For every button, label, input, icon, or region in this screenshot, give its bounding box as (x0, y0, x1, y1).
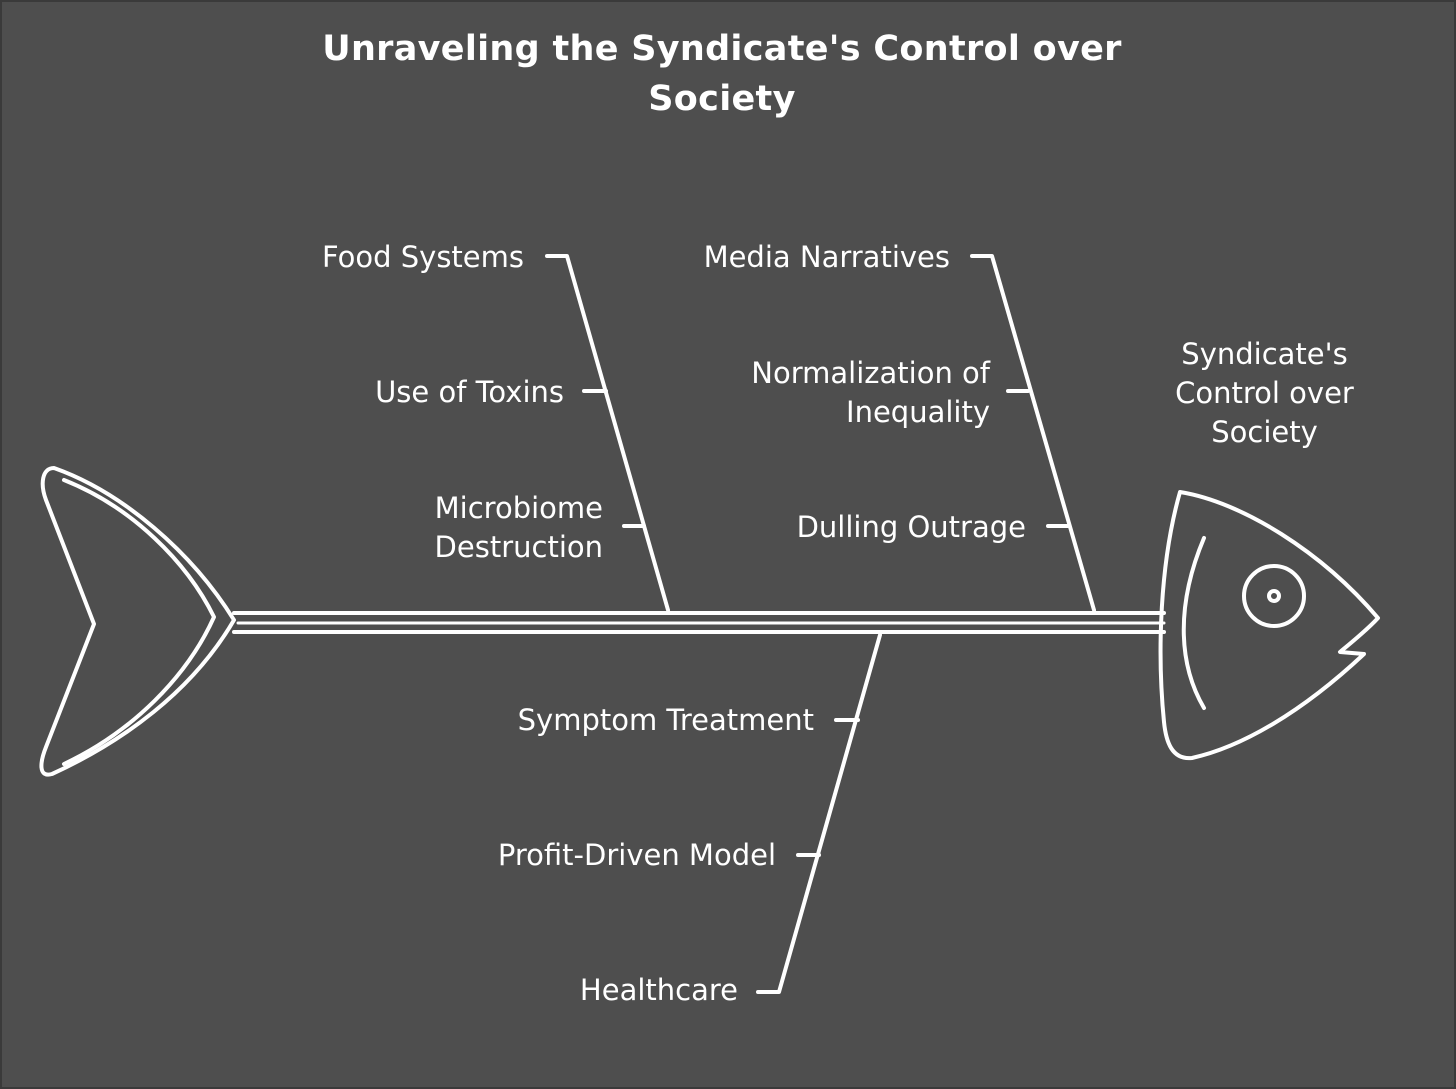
bone-healthcare (756, 633, 882, 994)
bone-media-narratives (970, 254, 1096, 612)
fish-head (1158, 490, 1380, 761)
category-label-healthcare: Healthcare (579, 973, 738, 1007)
bone-food-systems (545, 254, 670, 612)
cause-label-use-of-toxins: Use of Toxins (375, 375, 564, 409)
effect-label: Syndicate's Control over Society (1175, 337, 1354, 449)
cause-label-symptom-treatment: Symptom Treatment (517, 703, 814, 737)
fish-pupil (1267, 589, 1281, 603)
fish-tail-inner (62, 478, 216, 766)
fish-tail (39, 466, 236, 777)
cause-label-microbiome-destruction: Microbiome Destruction (434, 491, 603, 564)
diagram-title: Unraveling the Syndicate's Control over … (322, 29, 1122, 119)
category-label-media-narratives: Media Narratives (703, 240, 950, 274)
fish-eye (1242, 564, 1306, 628)
cause-label-normalization-of-inequality: Normalization of Inequality (751, 356, 990, 429)
category-label-food-systems: Food Systems (321, 240, 524, 274)
cause-label-profit-driven-model: Profit-Driven Model (497, 838, 776, 872)
fish-gill (1181, 536, 1206, 710)
cause-label-dulling-outrage: Dulling Outrage (796, 510, 1026, 544)
